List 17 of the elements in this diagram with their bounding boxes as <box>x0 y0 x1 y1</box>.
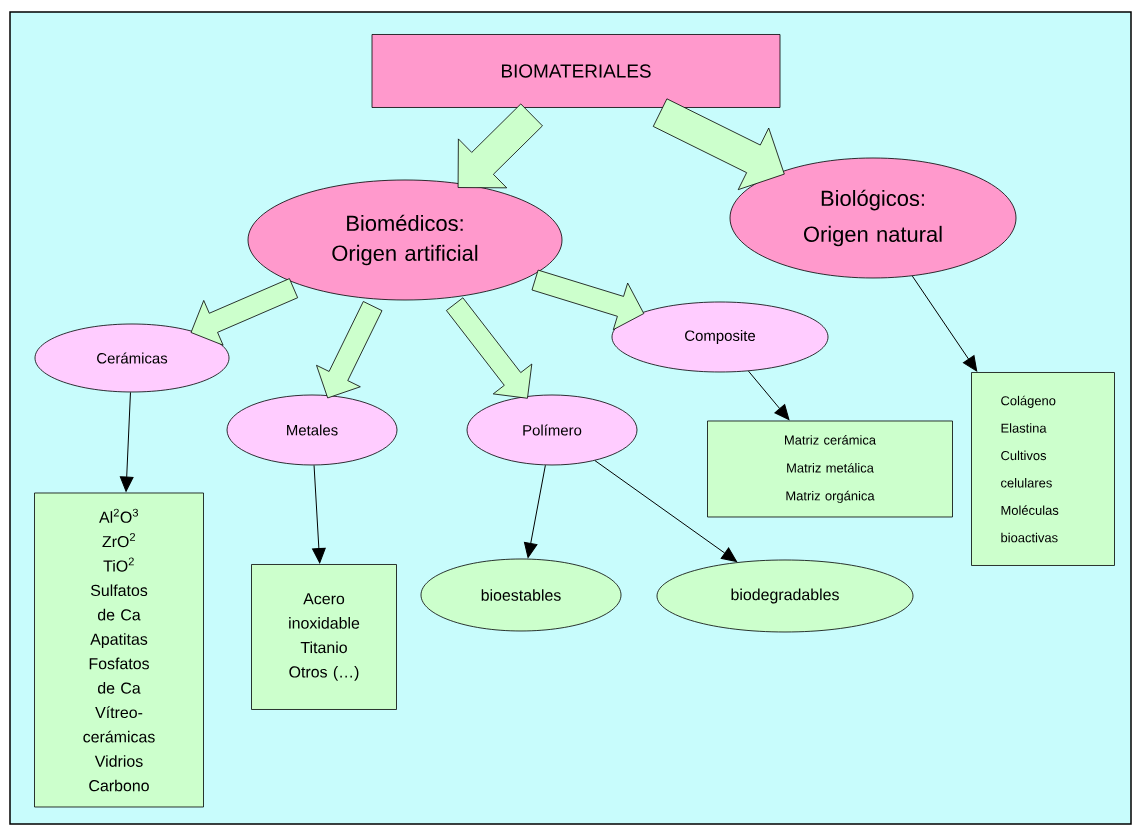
block-arrow <box>457 103 543 189</box>
arrow <box>119 391 134 492</box>
arrow <box>911 275 978 372</box>
list-box: Al$^{2}$O$^{3}$ ZrO$^{2}$ TiO$^{2}$ Sulfatos de Ca Apatitas Fosfatos de Ca Vítreo-cerámicas Vidrios Carbono <box>34 492 204 808</box>
block-arrow <box>316 301 383 399</box>
block-arrow <box>531 269 645 331</box>
list-box: Colágeno Elastina Cultivos celulares Moléculas bioactivas <box>971 372 1115 566</box>
block-arrow <box>652 98 785 191</box>
title-box: BIOMATERIALES <box>371 34 781 108</box>
arrow <box>594 460 737 562</box>
arrow <box>748 370 790 421</box>
block-arrow <box>446 297 533 399</box>
arrow <box>523 464 546 558</box>
arrow <box>312 464 326 564</box>
list-box: Acero inoxidable Titanio Otros (…) <box>251 564 397 710</box>
list-box: Matriz cerámica Matriz metálica Matriz orgánica <box>707 420 953 518</box>
block-arrow <box>190 278 299 346</box>
